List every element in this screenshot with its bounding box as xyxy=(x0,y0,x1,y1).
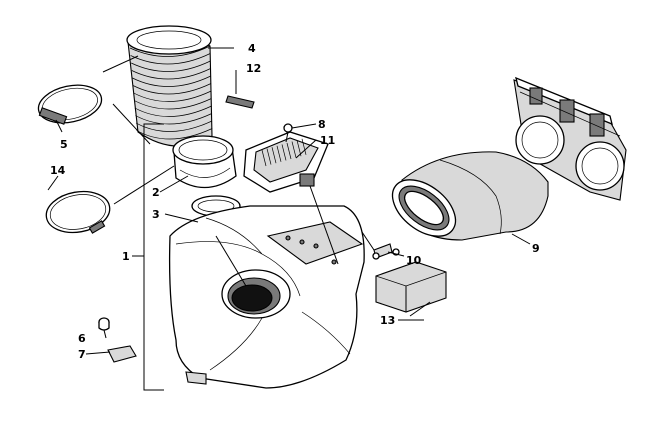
cap xyxy=(98,317,110,331)
intake-duct xyxy=(391,151,549,241)
foam-block xyxy=(375,261,447,313)
callout-4: 4 xyxy=(248,42,256,55)
filter-pleat xyxy=(286,142,292,160)
air-filter xyxy=(243,131,329,193)
callout-14: 14 xyxy=(50,164,66,177)
callout-12: 12 xyxy=(246,62,261,75)
bolt-hardware xyxy=(372,243,400,260)
bellows-ring xyxy=(132,75,211,87)
callout-3: 3 xyxy=(152,208,160,221)
bellows-ring xyxy=(133,90,212,102)
callout-7: 7 xyxy=(78,348,86,361)
filter-pleat xyxy=(291,141,297,158)
filter-pleat xyxy=(261,149,267,167)
screw xyxy=(283,123,293,143)
callout-9: 9 xyxy=(532,242,540,255)
callout-1: 1 xyxy=(122,250,130,263)
filter-pleat xyxy=(276,145,282,162)
airbox-housing xyxy=(168,205,365,389)
hose-clamp-upper xyxy=(37,84,103,125)
bellows-ring xyxy=(132,83,212,95)
clip xyxy=(107,345,137,363)
callout-6: 6 xyxy=(78,332,86,345)
group-bracket xyxy=(143,123,164,391)
adapter-ring xyxy=(172,135,237,189)
leader-lines xyxy=(47,47,531,355)
bellows-ring xyxy=(136,128,213,140)
bellows-boot xyxy=(126,25,213,147)
hose-clamp-lower xyxy=(45,190,111,234)
callout-13: 13 xyxy=(380,314,395,327)
callout-5: 5 xyxy=(60,138,68,151)
carburetor-assembly xyxy=(513,76,627,201)
callout-8: 8 xyxy=(318,118,326,131)
filter-pleat xyxy=(281,144,287,161)
callout-labels: 1 2 3 4 5 6 7 8 9 10 11 12 13 14 xyxy=(50,42,540,361)
bellows-ring xyxy=(131,60,211,72)
callout-10: 10 xyxy=(406,254,422,267)
velcro-strap xyxy=(225,95,255,109)
bellows-ring xyxy=(129,45,211,57)
callout-2: 2 xyxy=(152,186,160,199)
bellows-ring xyxy=(135,113,212,125)
bellows-ring xyxy=(134,98,212,110)
bellows-ring xyxy=(135,120,213,132)
filter-pleat xyxy=(271,147,277,164)
bellows-ring xyxy=(131,68,211,80)
filter-pleat xyxy=(301,138,307,155)
bellows-ring xyxy=(134,105,212,117)
bellows-ring xyxy=(130,53,211,65)
filter-pleat xyxy=(266,148,272,165)
callout-11: 11 xyxy=(320,134,335,147)
